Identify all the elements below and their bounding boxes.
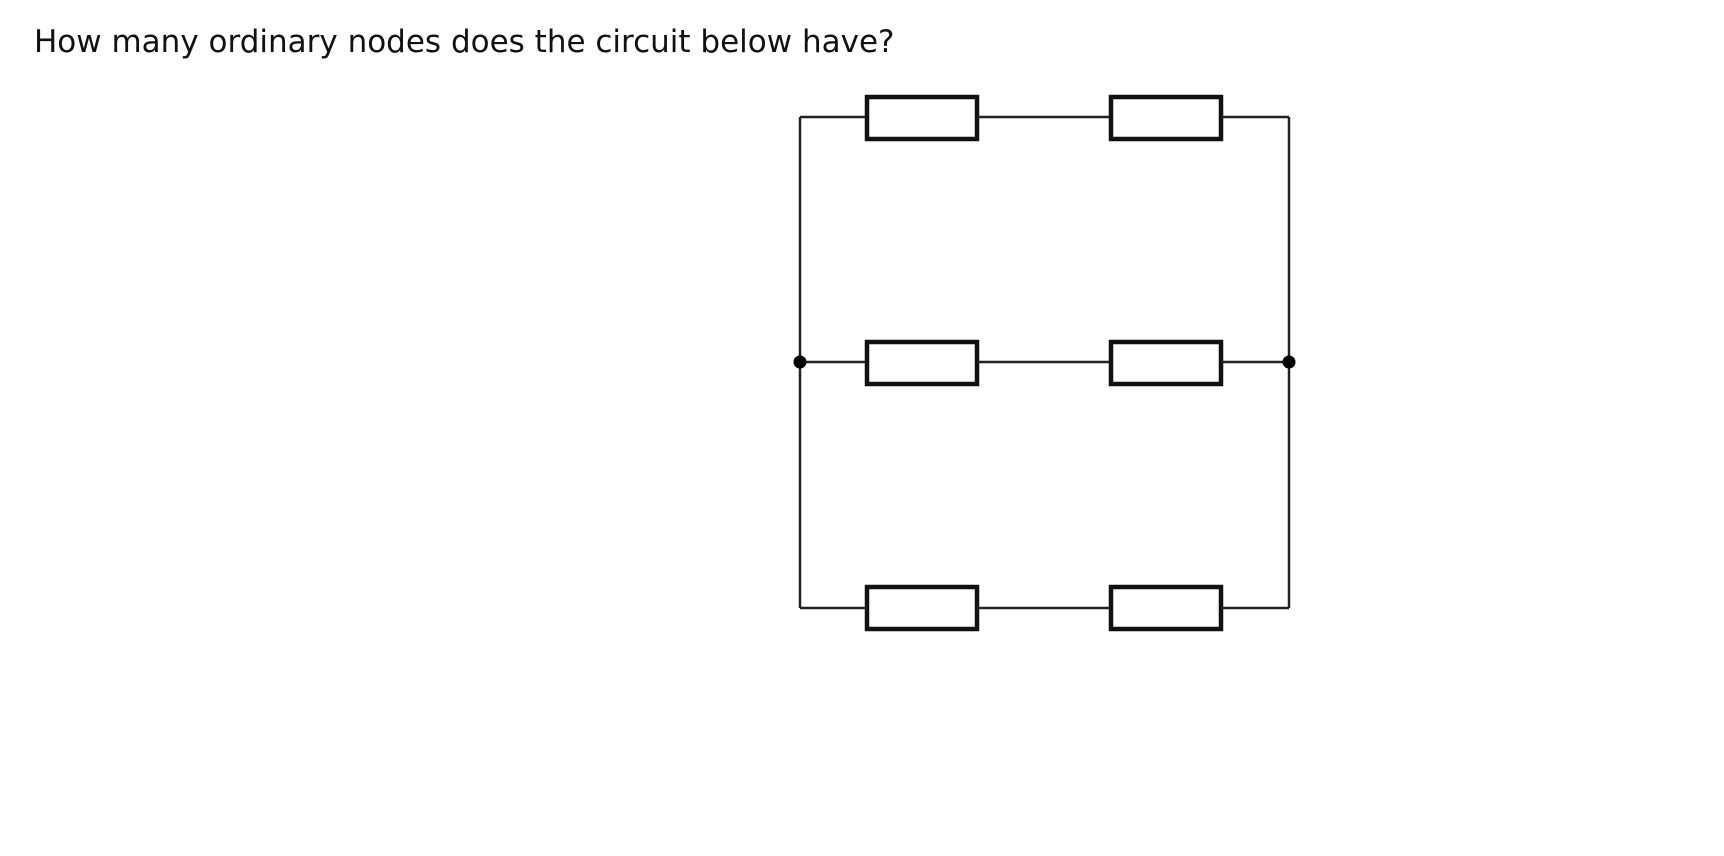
bottom-branch (800, 584, 1289, 632)
resistor-bottom-right (1108, 584, 1224, 632)
top-branch (800, 94, 1289, 142)
resistor-top-right (1108, 94, 1224, 142)
resistor-top-left (864, 94, 980, 142)
question-text: How many ordinary nodes does the circuit… (34, 24, 895, 60)
resistor-middle-left (864, 339, 980, 387)
resistor-bottom-left (864, 584, 980, 632)
middle-branch (800, 339, 1289, 387)
junction-node-right (1282, 355, 1296, 369)
resistor-middle-right (1108, 339, 1224, 387)
junction-node-left (793, 355, 807, 369)
